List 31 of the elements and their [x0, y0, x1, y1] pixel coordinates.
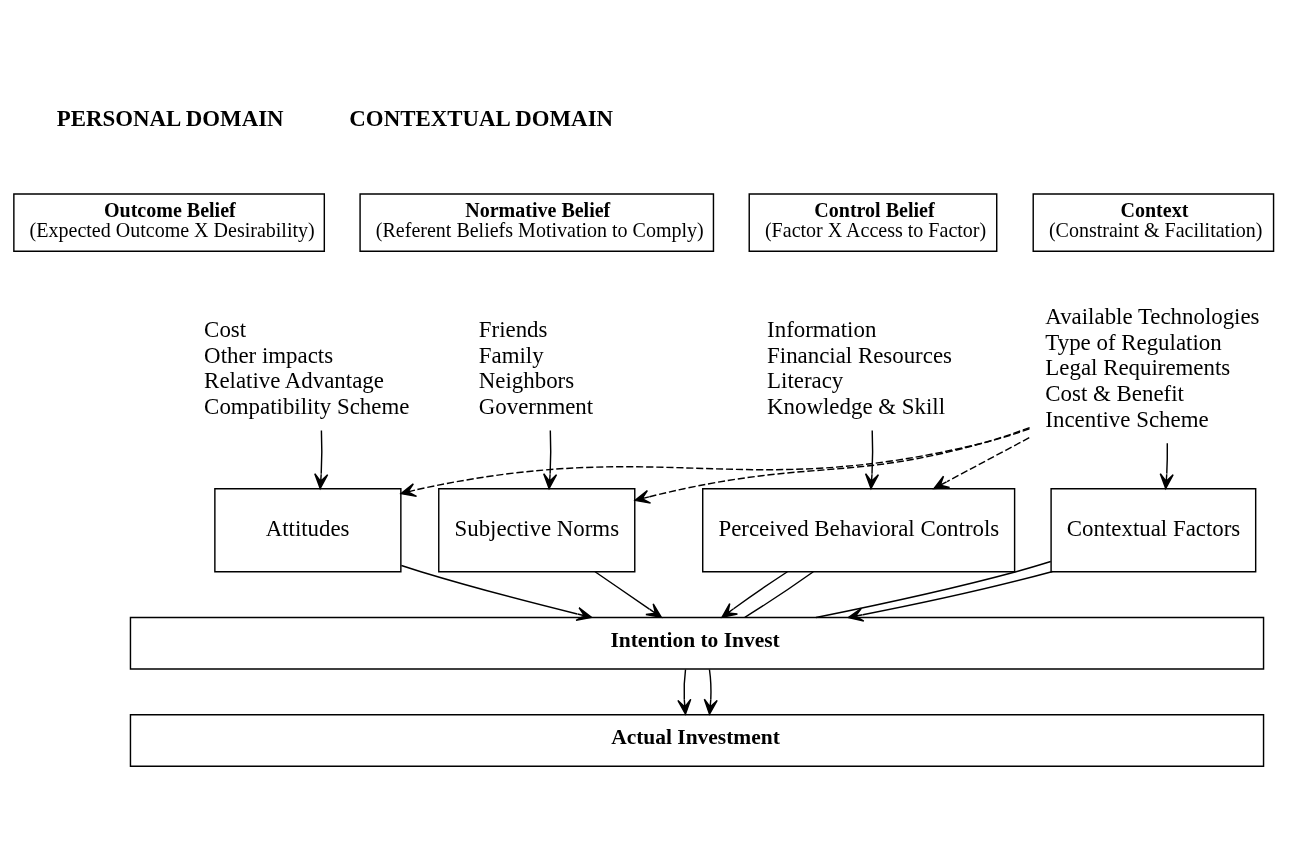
node-box: Outcome Belief (Expected Outcome X Desirability) — [13, 193, 326, 252]
label: PERSONAL DOMAIN — [56, 106, 284, 132]
node-box: Context (Constraint & Facilitation) — [1032, 193, 1275, 252]
arrow — [721, 571, 789, 618]
arrow — [594, 571, 663, 618]
node-box: Perceived Behavioral Controls — [702, 488, 1016, 573]
arrow — [400, 428, 1031, 498]
connector — [815, 560, 1052, 619]
arrow — [400, 564, 593, 621]
node-box: Control Belief (Factor X Access to Factor) — [748, 193, 998, 252]
arrow — [1159, 442, 1174, 490]
node-box: Subjective Norms — [438, 488, 636, 573]
arrow — [314, 429, 329, 490]
arrow — [933, 436, 1030, 490]
arrow — [847, 570, 1054, 622]
node-box: Attitudes — [214, 488, 402, 573]
node-text: Information Financial Resources Literacy Knowledge & Skill — [767, 316, 952, 420]
node-text: Friends Family Neighbors Government — [478, 316, 594, 420]
node-box: Intention to Invest — [129, 616, 1265, 670]
connector — [744, 571, 815, 618]
arrow — [542, 429, 558, 490]
node-box: Actual Investment — [129, 714, 1265, 767]
arrow — [864, 429, 880, 490]
node-box: Contextual Factors — [1050, 488, 1257, 573]
arrow — [634, 426, 1031, 504]
node-text: Cost Other impacts Relative Advantage Compatibility Scheme — [204, 316, 410, 420]
label: CONTEXTUAL DOMAIN — [349, 106, 614, 132]
arrow — [703, 668, 718, 715]
arrow — [677, 668, 692, 715]
node-box: Normative Belief (Referent Beliefs Motivation to Comply) — [359, 193, 715, 252]
node-text: Available Technologies Type of Regulation Legal Requirements Cost & Benefit Incentive Scheme — [1045, 303, 1260, 432]
